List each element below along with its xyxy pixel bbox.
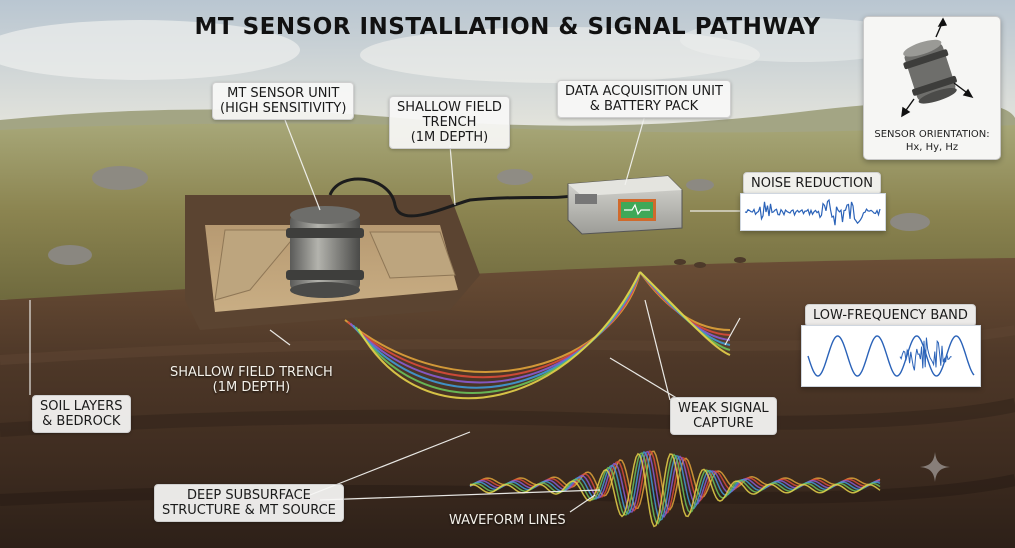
- signal-line: [357, 271, 641, 400]
- sparkle-icon: [920, 452, 950, 482]
- noise-reduction-label: NOISE REDUCTION: [743, 172, 881, 195]
- trench-top-label-line2: TRENCH: [422, 115, 477, 130]
- low-frequency-waveform-panel: [801, 325, 981, 387]
- deep-subsurface-label-line1: DEEP SUBSURFACE: [186, 488, 311, 503]
- trench-bottom-label-line2: (1M DEPTH): [212, 380, 291, 395]
- waveform-lines: [469, 449, 881, 528]
- low-frequency-waveform: [807, 335, 975, 377]
- sensor-orientation-label-line2: Hx, Hy, Hz: [905, 142, 959, 153]
- daq-label-line2: & BATTERY PACK: [589, 99, 699, 114]
- sensor-unit-label-line1: MT SENSOR UNIT: [227, 86, 340, 101]
- soil-layers-label: SOIL LAYERS & BEDROCK: [32, 395, 131, 433]
- weak-signal-label-line1: WEAK SIGNAL: [678, 401, 769, 416]
- low-frequency-label: LOW-FREQUENCY BAND: [805, 304, 976, 327]
- sensor-orientation-icon: [901, 17, 974, 118]
- sensor-orientation-label-line1: SENSOR ORIENTATION:: [874, 129, 990, 140]
- signal-lines: [344, 271, 731, 400]
- noise-reduction-waveform-panel: [740, 193, 886, 231]
- sensor-unit-label-line2: (HIGH SENSITIVITY): [220, 101, 347, 116]
- weak-signal-label: WEAK SIGNAL CAPTURE: [670, 397, 777, 435]
- trench-bottom-label-line1: SHALLOW FIELD TRENCH: [170, 365, 333, 380]
- data-acquisition-unit: [567, 175, 683, 235]
- leader-lines: [29, 114, 741, 513]
- sensor-unit-label: MT SENSOR UNIT (HIGH SENSITIVITY): [212, 82, 355, 120]
- deep-subsurface-label-line2: STRUCTURE & MT SOURCE: [162, 503, 336, 518]
- waveform-lines-label: WAVEFORM LINES: [449, 513, 566, 528]
- soil-layers-label-line2: & BEDROCK: [42, 414, 121, 429]
- weak-signal-label-line2: CAPTURE: [693, 416, 754, 431]
- daq-label-line1: DATA ACQUISITION UNIT: [565, 84, 723, 99]
- mt-sensor-unit: [286, 206, 364, 298]
- daq-label: DATA ACQUISITION UNIT & BATTERY PACK: [557, 80, 731, 118]
- trench-bottom-label: SHALLOW FIELD TRENCH (1M DEPTH): [170, 365, 333, 395]
- sensor-orientation-inset: SENSOR ORIENTATION: Hx, Hy, Hz: [863, 16, 1001, 160]
- trench-top-label-line1: SHALLOW FIELD: [397, 100, 502, 115]
- noise-waveform: [744, 198, 881, 226]
- waveform-line: [469, 452, 881, 528]
- deep-subsurface-label: DEEP SUBSURFACE STRUCTURE & MT SOURCE: [154, 484, 344, 522]
- trench-top-label-line3: (1M DEPTH): [410, 130, 489, 145]
- sensor-orientation-label: SENSOR ORIENTATION: Hx, Hy, Hz: [864, 128, 1000, 154]
- signal-line: [639, 271, 731, 356]
- soil-layers-label-line1: SOIL LAYERS: [40, 399, 123, 414]
- trench-top-label: SHALLOW FIELD TRENCH (1M DEPTH): [389, 96, 510, 149]
- page-title: MT SENSOR INSTALLATION & SIGNAL PATHWAY: [194, 14, 821, 40]
